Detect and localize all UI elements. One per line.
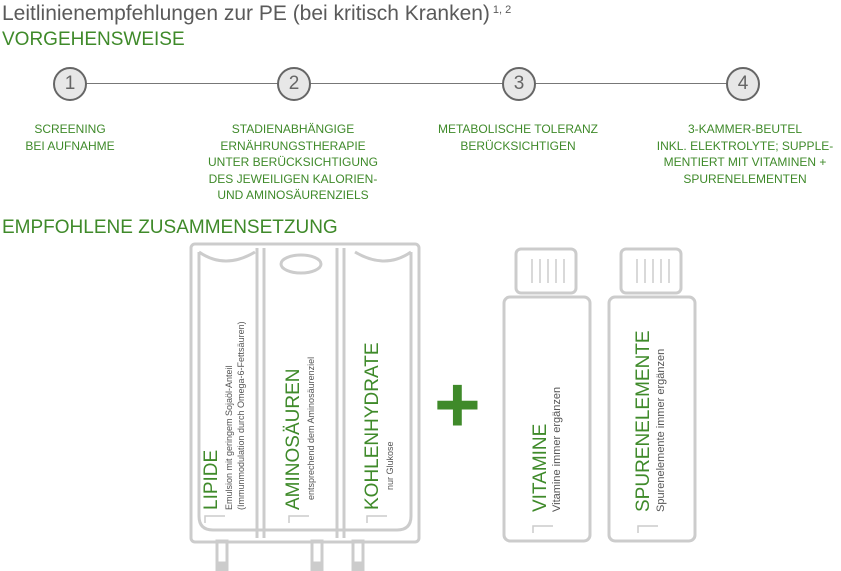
timeline-line: [72, 83, 744, 84]
bottle-vitamine-title: VITAMINE: [530, 423, 551, 512]
plus-sign: +: [434, 360, 481, 449]
step-1-text: SCREENING BEI AUFNAHME: [25, 122, 115, 153]
bag-lipide-line2: (Immunmodulation durch Omega-6-Fettsäure…: [236, 321, 246, 510]
step-3-circle: 3: [502, 67, 536, 101]
section-heading-procedure: VORGEHENSWEISE: [2, 29, 185, 50]
section-heading-composition: EMPFOHLENE ZUSAMMENSETZUNG: [2, 217, 338, 238]
bottle-vitamine-line1: Vitamine immer ergänzen: [551, 386, 563, 512]
bag-kohlenhydrate-title: KOHLENHYDRATE: [362, 342, 383, 510]
bag-aminosaeuren-title: AMINOSÄUREN: [283, 368, 304, 510]
step-2-text: STADIENABHÄNGIGE ERNÄHRUNGSTHERAPIE UNTE…: [207, 122, 378, 202]
supplement-bottles-icon: [502, 247, 697, 543]
step-4-text: 3-KAMMER-BEUTEL INKL. ELEKTROLYTE; SUPPL…: [656, 122, 834, 186]
step-3-text: METABOLISCHE TOLERANZ BERÜCKSICHTIGEN: [437, 122, 599, 153]
step-4-circle: 4: [726, 67, 760, 101]
bag-aminosaeuren-line1: entsprechend dem Aminosäurenziel: [306, 356, 316, 500]
bag-kohlenhydrate-line1: nur Glukose: [385, 441, 395, 490]
title-footnote-ref: 1, 2: [492, 4, 512, 16]
three-chamber-bag-icon: [189, 242, 421, 571]
bag-lipide-line1: Emulsion mit geringem Sojaöl-Anteil: [224, 365, 234, 510]
page-title: Leitlinienempfehlungen zur PE (bei kriti…: [2, 2, 512, 25]
step-2-circle: 2: [277, 67, 311, 101]
bottle-spurenelemente-title: SPURENELEMENTE: [633, 330, 654, 512]
bag-lipide-title: LIPIDE: [201, 449, 222, 510]
bottle-spurenelemente-line1: Spurenelemente immer ergänzen: [655, 348, 667, 512]
step-1-circle: 1: [53, 67, 87, 101]
